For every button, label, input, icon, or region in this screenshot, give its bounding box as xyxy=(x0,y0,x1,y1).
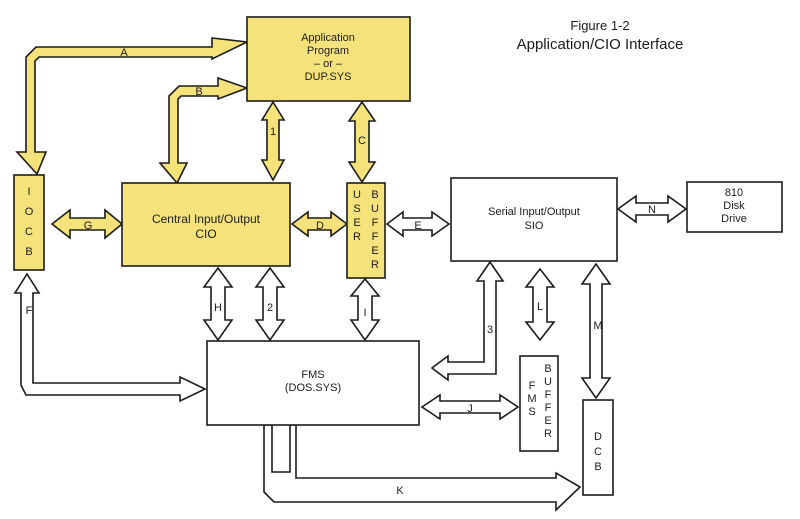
iocb-letter: I xyxy=(27,186,30,198)
arrow-label-l: L xyxy=(537,301,543,313)
arrow-label-k: K xyxy=(396,485,404,497)
arrow-l xyxy=(524,267,556,342)
arrow-1 xyxy=(260,100,286,182)
fms-buffer-letter: F xyxy=(545,402,552,414)
arrow-n xyxy=(616,194,688,224)
arrow-label-j: J xyxy=(467,403,473,415)
user-buffer-letter: R xyxy=(353,231,361,243)
cio-line-2: CIO xyxy=(195,227,216,241)
user-buffer-letter: U xyxy=(371,203,379,215)
user-buffer-letter: F xyxy=(372,217,379,229)
figure-number: Figure 1-2 xyxy=(570,18,629,33)
arrow-label-i: I xyxy=(363,307,366,319)
arrow-label-a: A xyxy=(120,47,128,59)
sio-box: Serial Input/Output SIO xyxy=(450,177,618,262)
arrow-2 xyxy=(254,266,286,342)
arrow-3 xyxy=(430,260,505,382)
fms-buffer-letter: F xyxy=(529,380,536,392)
arrows: A B 1 C G D E N H 2 I F xyxy=(13,37,688,512)
disk-line-1: 810 xyxy=(725,187,743,199)
cio-box: Central Input/Output CIO xyxy=(121,182,291,267)
arrow-label-m: M xyxy=(593,320,602,332)
fms-box: FMS (DOS.SYS) xyxy=(206,340,420,426)
fms-buffer-letter: M xyxy=(527,393,536,405)
disk-drive-box: 810 Disk Drive xyxy=(686,181,783,233)
arrow-label-e: E xyxy=(414,220,421,232)
arrow-c xyxy=(347,100,377,184)
arrow-label-g: G xyxy=(84,220,93,232)
arrow-label-h: H xyxy=(214,302,222,314)
fms-line-1: FMS xyxy=(301,369,324,381)
dcb-box: D C B xyxy=(582,399,614,496)
arrow-e xyxy=(385,210,451,238)
arrow-label-d: D xyxy=(316,220,324,232)
figure-title: Application/CIO Interface xyxy=(517,36,684,53)
fms-buffer-letter: R xyxy=(544,428,552,440)
fms-line-2: (DOS.SYS) xyxy=(285,382,341,394)
iocb-letter: C xyxy=(25,226,33,238)
dcb-letter: C xyxy=(594,446,602,458)
fms-buffer-letter: E xyxy=(544,415,551,427)
user-buffer-letter: S xyxy=(353,203,360,215)
application-line-4: DUP.SYS xyxy=(305,71,352,83)
user-buffer-letter: R xyxy=(371,259,379,271)
user-buffer-letter: U xyxy=(353,189,361,201)
arrow-label-2: 2 xyxy=(267,302,273,314)
arrow-label-1: 1 xyxy=(270,126,276,138)
application-line-2: Program xyxy=(307,45,349,57)
disk-line-2: Disk xyxy=(723,200,745,212)
user-buffer-letter: E xyxy=(371,245,378,257)
sio-line-1: Serial Input/Output xyxy=(488,206,580,218)
arrow-a xyxy=(15,37,250,176)
dcb-letter: B xyxy=(594,461,601,473)
arrow-j xyxy=(420,393,520,421)
user-buffer-letter: B xyxy=(371,189,378,201)
arrow-label-f: F xyxy=(26,305,33,317)
user-buffer-box: U S E R B U F F E R xyxy=(346,182,386,279)
arrow-f xyxy=(13,272,207,403)
user-buffer-letter: F xyxy=(372,231,379,243)
fms-buffer-letter: U xyxy=(544,376,552,388)
fms-buffer-letter: F xyxy=(545,389,552,401)
disk-line-3: Drive xyxy=(721,213,747,225)
arrow-label-n: N xyxy=(648,204,656,216)
fms-buffer-box: F M S B U F F E R xyxy=(519,355,559,452)
arrow-b xyxy=(158,76,250,185)
application-line-1: Application xyxy=(301,32,355,44)
arrow-h xyxy=(202,266,234,342)
application-line-3: – or – xyxy=(314,58,343,70)
application-program-box: Application Program – or – DUP.SYS xyxy=(246,16,411,102)
arrow-label-b: B xyxy=(195,86,202,98)
arrow-k xyxy=(263,424,582,512)
fms-buffer-letter: B xyxy=(544,363,551,375)
iocb-letter: O xyxy=(25,206,34,218)
arrow-i xyxy=(349,277,381,342)
arrow-label-3: 3 xyxy=(487,324,493,336)
dcb-letter: D xyxy=(594,431,602,443)
cio-line-1: Central Input/Output xyxy=(152,212,261,226)
arrow-label-c: C xyxy=(358,135,366,147)
user-buffer-letter: E xyxy=(353,217,360,229)
arrow-m xyxy=(580,262,612,400)
iocb-letter: B xyxy=(25,246,32,258)
sio-line-2: SIO xyxy=(525,220,544,232)
iocb-box: I O C B xyxy=(13,174,45,271)
fms-buffer-letter: S xyxy=(528,406,535,418)
